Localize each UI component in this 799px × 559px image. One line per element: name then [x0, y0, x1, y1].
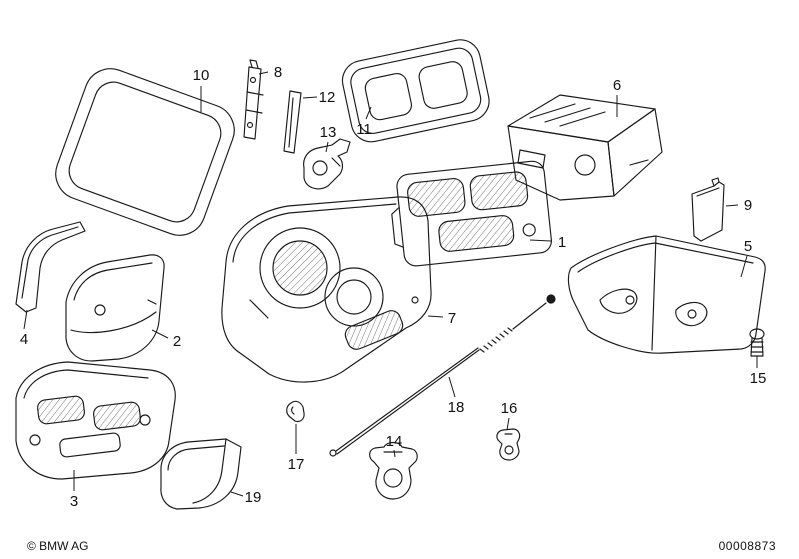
part-15-screw	[749, 328, 765, 357]
part-10-cowl-seal	[55, 68, 235, 236]
callout-11: 11	[356, 121, 372, 138]
callout-6: 6	[613, 77, 621, 94]
part-8-mounting-rail	[243, 59, 264, 140]
part-4-side-bracket	[15, 221, 86, 313]
part-11-gasket	[341, 39, 490, 143]
callout-7: 7	[448, 310, 456, 327]
part-17-clip	[286, 400, 305, 423]
callout-15: 15	[750, 370, 767, 387]
part-12-seal-strip	[283, 90, 302, 154]
callout-16: 16	[501, 400, 518, 417]
part-9-cover-flap	[691, 177, 725, 242]
callout-18: 18	[448, 399, 465, 416]
part-18-control-rod	[329, 294, 556, 457]
callout-13: 13	[320, 124, 337, 141]
document-number: 00008873	[718, 539, 776, 553]
callout-8: 8	[274, 64, 282, 81]
callout-12: 12	[319, 89, 336, 106]
callout-19: 19	[245, 489, 262, 506]
part-3-lower-housing	[15, 361, 176, 480]
part-14-retainer-bracket	[369, 441, 418, 500]
callout-1: 1	[558, 234, 566, 251]
callout-5: 5	[744, 238, 752, 255]
callout-labels: 1 2 3 4 5 6 7 8 9 10 11 12 13 14 15 16 1…	[20, 64, 767, 510]
callout-10: 10	[193, 67, 210, 84]
callout-3: 3	[70, 493, 78, 510]
part-2-air-duct	[65, 254, 165, 362]
part-16-clamp	[496, 428, 521, 461]
part-5-cover-tray	[567, 235, 766, 354]
part-7-heater-housing	[221, 196, 432, 383]
part-13-bracket	[303, 138, 351, 190]
part-19-duct-elbow	[160, 438, 242, 510]
callout-17: 17	[288, 456, 305, 473]
callout-4: 4	[20, 331, 28, 348]
part-1-air-distribution-housing	[391, 160, 552, 267]
callout-14: 14	[386, 433, 403, 450]
callout-9: 9	[744, 197, 752, 214]
copyright-text: © BMW AG	[27, 539, 89, 553]
callout-2: 2	[173, 333, 181, 350]
leader-lines	[23, 71, 758, 497]
part-6-evaporator-housing	[507, 94, 663, 201]
